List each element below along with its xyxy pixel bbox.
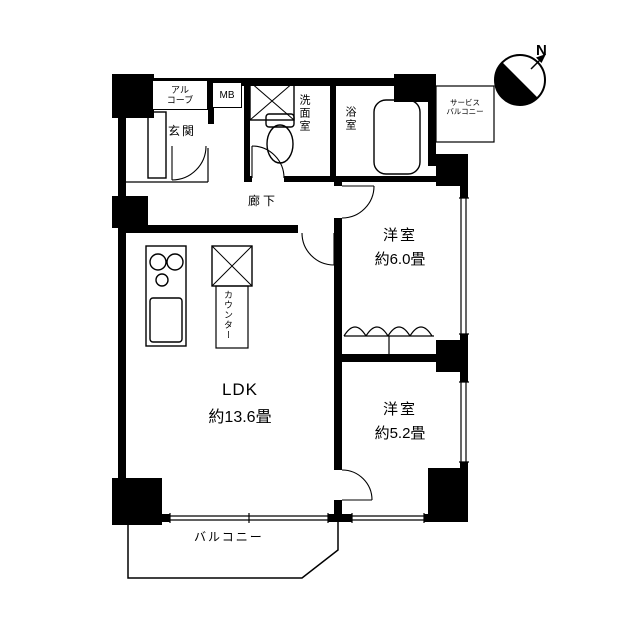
wall-bath-bottom [330, 176, 436, 182]
service-balcony-outline [435, 85, 495, 143]
bathtub [373, 99, 421, 175]
toilet [266, 124, 294, 164]
balcony-label: バルコニー [194, 530, 264, 544]
corridor-label: 廊下 [248, 194, 279, 208]
stove-burner [155, 273, 169, 287]
ldk-door-arc [301, 232, 335, 266]
door-arcs [171, 145, 375, 501]
bedroom2-label: 洋室 約5.2畳 [342, 398, 458, 443]
ldk-size: 約13.6畳 [208, 409, 272, 426]
window-bedroom1-right-frame [459, 197, 469, 335]
wall-center-vert-c [334, 500, 342, 522]
window-bedroom2-right [459, 382, 469, 462]
window-bedroom2-right-frame [459, 381, 469, 463]
wall-bath-right [428, 78, 436, 166]
wall-washroom-bottom-b [284, 176, 330, 182]
compass-arrowhead [536, 54, 546, 63]
compass-north-label: N [536, 42, 547, 59]
column-bottom-right [428, 468, 468, 520]
toilet-tank [265, 113, 295, 128]
pipe-space-box [249, 81, 295, 121]
window-ldk-bottom-frame [169, 513, 329, 523]
fixtures [126, 81, 434, 354]
stove-burner [166, 253, 184, 271]
shoe-cabinet [147, 111, 167, 179]
wall-closet-bottom [334, 354, 468, 362]
closet-baseline [344, 335, 434, 354]
washroom-label: 洗面室 [298, 94, 310, 133]
stove-burner [149, 253, 167, 271]
alcove-label-box: アル コーブ [152, 80, 208, 110]
column-bottom-left [112, 478, 162, 525]
wall-genkan-stub [208, 82, 214, 124]
kitchen-sink [149, 297, 183, 343]
bedroom1-size: 約6.0畳 [374, 251, 426, 268]
bedroom1-name: 洋室 [382, 227, 417, 244]
balcony-outline [127, 522, 339, 579]
wall-washroom-left [244, 82, 250, 182]
counter-label: カウンター [223, 290, 233, 340]
entrance-label: 玄関 [168, 124, 197, 138]
washroom-door-arc [251, 145, 285, 179]
ldk-label: LDK 約13.6畳 [146, 380, 334, 427]
wall-left [118, 78, 126, 525]
meter-box-label: MB [212, 82, 242, 108]
service-balcony-label: サービス バルコニー [437, 98, 493, 116]
wall-wash-bath-divider [330, 82, 336, 182]
compass [494, 54, 546, 106]
wall-right [460, 158, 468, 520]
bedroom1-door-arc [341, 185, 375, 219]
kitchen-counter [145, 245, 187, 347]
ldk-name: LDK [221, 380, 259, 399]
column-right-upper [436, 154, 468, 186]
alcove-label-line1: アル [171, 85, 189, 95]
wall-washroom-bottom-a [244, 176, 252, 182]
wall-center-vert-b [334, 218, 342, 470]
counter-pipe-cross [211, 245, 253, 287]
counter-slab [215, 285, 249, 349]
service-balcony-label-line2: バルコニー [446, 107, 484, 116]
wall-corridor-ldk [126, 225, 298, 233]
column-top-right [394, 74, 436, 102]
window-bedroom1-right [459, 198, 469, 334]
wall-center-vert-a [334, 176, 342, 186]
service-balcony-label-line1: サービス [450, 98, 480, 107]
bedroom2-size: 約5.2畳 [374, 425, 426, 442]
windows [169, 197, 469, 523]
interior-walls [126, 82, 468, 522]
entrance-door-arc [171, 145, 207, 181]
compass-half-fill [494, 62, 538, 106]
alcove-label-line2: コーブ [166, 95, 194, 105]
closet-bifold-doors [343, 326, 433, 337]
bathroom-label: 浴室 [344, 106, 356, 132]
columns [112, 74, 468, 525]
window-bedroom2-bottom [352, 513, 424, 523]
bedroom2-name: 洋室 [382, 401, 417, 418]
column-top-left [112, 74, 154, 118]
bedroom1-label: 洋室 約6.0畳 [342, 224, 458, 269]
bedroom2-door-arc [341, 469, 373, 501]
balcony-outlines [127, 85, 495, 579]
genkan-step-line [126, 148, 209, 183]
window-bedroom2-bottom-frame [351, 513, 425, 523]
column-left-mid [112, 196, 148, 228]
